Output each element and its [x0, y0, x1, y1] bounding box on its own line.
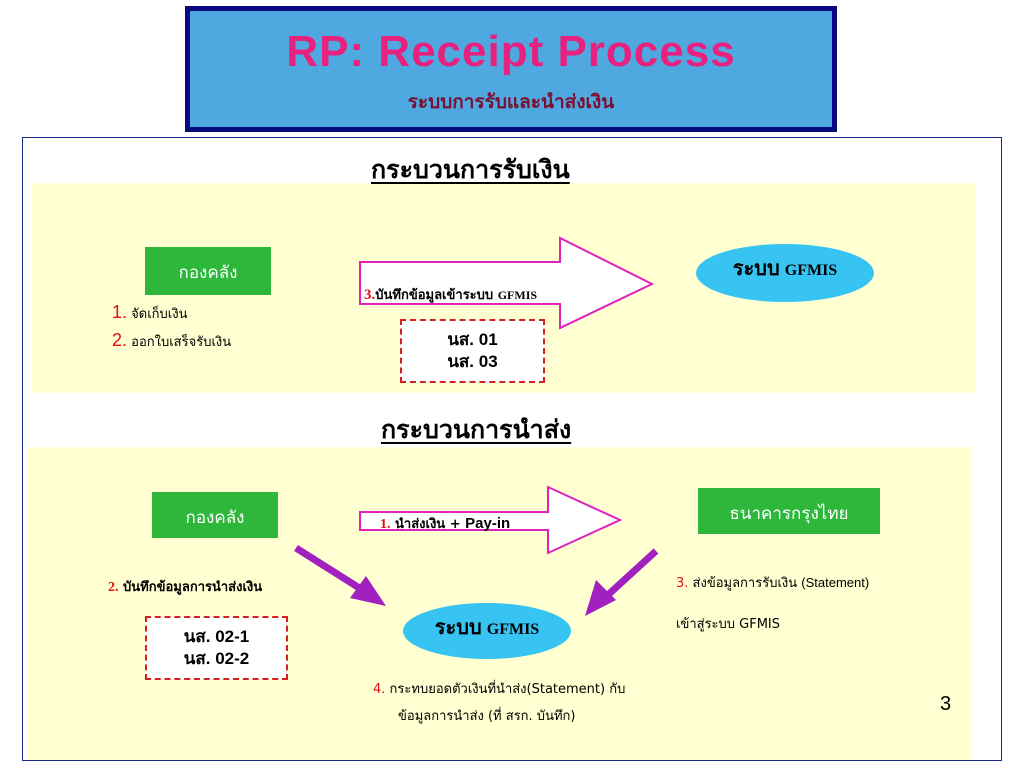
form-box-2: นส. 02-1 นส. 02-2 — [145, 616, 288, 680]
step-reconcile-line2: ข้อมูลการนำส่ง (ที่ สรก. บันทึก) — [398, 709, 576, 724]
remittance-process-heading: กระบวนการนำส่ง — [381, 415, 572, 444]
title-banner: RP: Receipt Process ระบบการรับและนำส่งเง… — [185, 6, 837, 132]
form-ns01: นส. 01 — [447, 330, 498, 349]
record-arrow — [359, 236, 655, 330]
step-collect: 1. จัดเก็บเงิน — [112, 302, 188, 322]
receipt-process-heading: กระบวนการรับเงิน — [371, 155, 570, 184]
slide-subtitle: ระบบการรับและนำส่งเงิน — [407, 91, 615, 113]
form-ns03: นส. 03 — [447, 352, 498, 371]
bank-to-system-arrow — [585, 548, 659, 616]
record-arrow-label: 3.บันทึกข้อมูลเข้าระบบ GFMIS — [364, 287, 538, 303]
treasury-to-system-arrow — [294, 545, 386, 606]
step-issue-receipt: 2. ออกใบเสร็จรับเงิน — [112, 330, 232, 350]
treasury-box-1: กองคลัง — [145, 247, 271, 295]
remit-arrow — [359, 485, 623, 555]
step-record-remittance: 2. บันทึกข้อมูลการนำส่งเงิน — [108, 580, 263, 595]
krungthai-bank-box: ธนาคารกรุงไทย — [698, 488, 880, 534]
form-box-1: นส. 01 นส. 03 — [400, 319, 545, 383]
step-send-statement: 3. ส่งข้อมูลการรับเงิน (Statement) — [676, 575, 870, 591]
step-reconcile: 4. กระทบยอดตัวเงินที่นำส่ง(Statement) กั… — [373, 682, 626, 697]
gfmis-system-2: ระบบ GFMIS — [403, 603, 571, 659]
step-send-statement-line2: เข้าสู่ระบบ GFMIS — [676, 617, 781, 632]
treasury-box-2: กองคลัง — [152, 492, 278, 538]
form-ns02-2: นส. 02-2 — [183, 649, 250, 668]
form-ns02-1: นส. 02-1 — [183, 627, 250, 646]
remit-arrow-label: 1. นำส่งเงิน + Pay-in — [380, 515, 511, 532]
page-number: 3 — [940, 693, 952, 715]
gfmis-system-1: ระบบ GFMIS — [696, 244, 874, 302]
slide-title: RP: Receipt Process — [286, 27, 736, 76]
